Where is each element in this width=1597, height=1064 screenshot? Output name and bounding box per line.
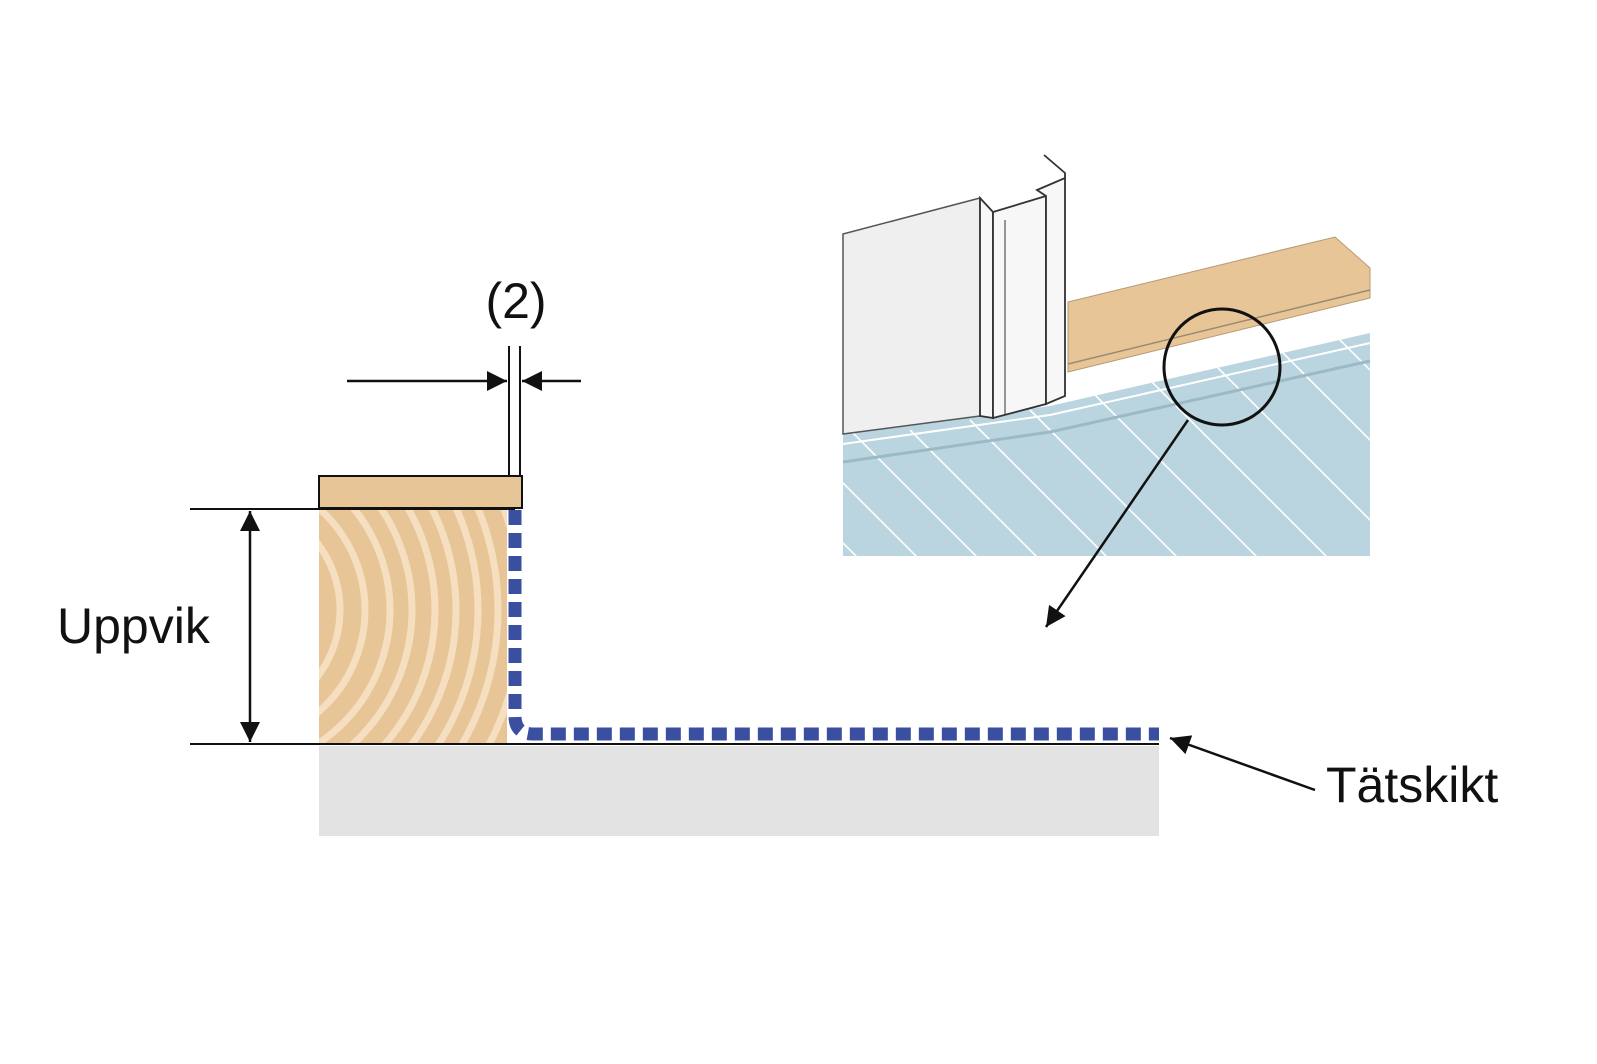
- membrane-label: Tätskikt: [1326, 757, 1498, 813]
- inset-wall: [842, 197, 981, 435]
- membrane-leader-arrow: [1169, 735, 1316, 792]
- inset-threshold: [1067, 236, 1371, 373]
- perspective-inset: [842, 154, 1371, 628]
- tile-hatching: [843, 333, 1370, 556]
- detail-callout-arrow: [1044, 419, 1190, 628]
- tile-joint-line: [842, 359, 1371, 464]
- inset-door-frame: [979, 154, 1066, 420]
- height-label: Uppvik: [57, 598, 211, 654]
- floor-slab: [319, 746, 1159, 836]
- waterproof-membrane: [508, 510, 1159, 741]
- detail-callout-circle: [1162, 307, 1282, 427]
- gap-label: (2): [485, 273, 546, 329]
- section-detail: (2) Uppvik Tätskikt: [57, 273, 1498, 836]
- wood-threshold: [318, 475, 523, 744]
